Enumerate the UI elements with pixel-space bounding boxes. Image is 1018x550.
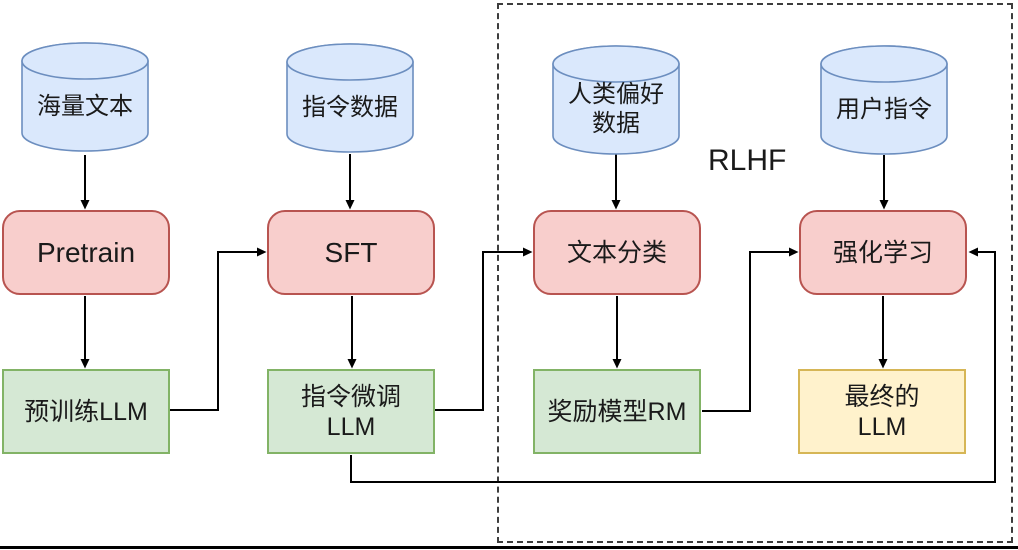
datastore-preference-data: 人类偏好 数据 [552, 45, 680, 155]
process-text-classify-label: 文本分类 [566, 238, 667, 267]
output-finetuned-llm-label: 指令微调 LLM [300, 382, 401, 441]
output-box-finetuned-llm: 指令微调 LLM [267, 369, 435, 454]
datastore-instruction-data-label: 指令数据 [302, 93, 398, 121]
rlhf-label: RLHF [708, 144, 787, 177]
database-cylinder-icon [21, 42, 149, 152]
arrow-pretrained-llm-to-sft [170, 247, 267, 411]
output-box-final-llm: 最终的 LLM [798, 369, 966, 454]
output-box-reward-model: 奖励模型RM [533, 369, 701, 454]
process-box-sft: SFT [267, 210, 435, 295]
output-pretrained-llm-label: 预训练LLM [24, 397, 148, 426]
process-box-pretrain: Pretrain [2, 210, 170, 295]
datastore-user-instruction-label: 用户指令 [836, 95, 932, 123]
database-cylinder-icon [820, 45, 948, 155]
datastore-instruction-data: 指令数据 [286, 43, 414, 153]
process-pretrain-label: Pretrain [36, 236, 136, 268]
database-cylinder-icon [552, 45, 680, 155]
datastore-massive-text-label: 海量文本 [37, 92, 133, 120]
process-box-reinforcement-learning: 强化学习 [799, 210, 967, 295]
process-rl-label: 强化学习 [832, 238, 933, 267]
datastore-preference-data-label: 人类偏好 数据 [568, 81, 664, 137]
datastore-user-instruction: 用户指令 [820, 45, 948, 155]
process-box-text-classify: 文本分类 [533, 210, 701, 295]
output-reward-model-label: 奖励模型RM [547, 397, 687, 426]
datastore-massive-text: 海量文本 [21, 42, 149, 152]
process-sft-label: SFT [324, 236, 378, 268]
bottom-border-line [0, 546, 1018, 549]
output-final-llm-label: 最终的 LLM [844, 382, 920, 441]
output-box-pretrained-llm: 预训练LLM [2, 369, 170, 454]
database-cylinder-icon [286, 43, 414, 153]
